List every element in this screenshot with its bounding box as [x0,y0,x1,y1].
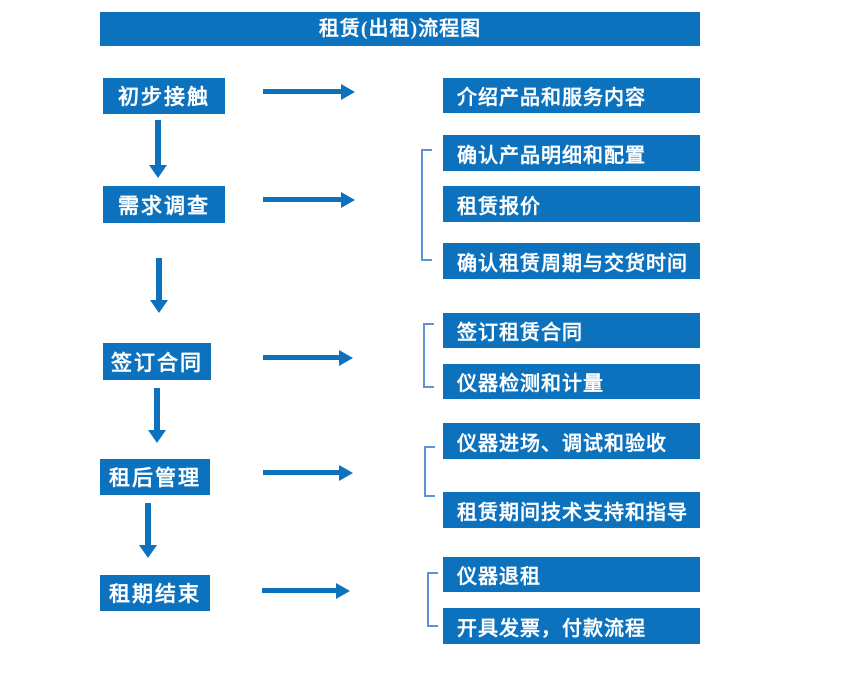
stage-box-initial-contact: 初步接触 [103,78,225,114]
step-box-instrument-return: 仪器退租 [443,557,700,592]
stage-box-sign-contract: 签订合同 [103,343,211,380]
stage-box-demand-survey: 需求调查 [103,186,225,223]
step-box-sign-rental-contract: 签订租赁合同 [443,313,700,348]
right-arrow-icon-1 [263,84,355,100]
group-bracket-icon-sign-contract [423,323,434,388]
right-arrow-icon-3 [263,350,353,366]
group-bracket-icon-post-rental [424,446,435,497]
down-arrow-icon-3 [148,388,166,443]
down-arrow-icon-4 [139,503,157,558]
stage-box-post-rental-management: 租后管理 [100,459,210,495]
group-bracket-icon-rental-end [427,572,438,627]
step-box-confirm-rental-period: 确认租赁周期与交货时间 [443,243,700,279]
right-arrow-icon-2 [263,192,355,208]
step-box-confirm-product-details: 确认产品明细和配置 [443,135,700,171]
step-box-invoice-payment: 开具发票，付款流程 [443,608,700,644]
step-box-instrument-entry-acceptance: 仪器进场、调试和验收 [443,423,700,459]
step-box-introduce-products: 介绍产品和服务内容 [443,78,700,113]
down-arrow-icon-1 [149,120,167,178]
flow-title: 租赁(出租)流程图 [100,12,700,46]
step-box-technical-support: 租赁期间技术支持和指导 [443,492,700,528]
down-arrow-icon-2 [150,258,168,313]
stage-box-rental-end: 租期结束 [100,575,210,611]
step-box-rental-quote: 租赁报价 [443,186,700,222]
right-arrow-icon-4 [263,465,353,481]
right-arrow-icon-5 [262,583,350,599]
group-bracket-icon-demand-survey [421,149,432,261]
step-box-instrument-inspection: 仪器检测和计量 [443,364,700,399]
